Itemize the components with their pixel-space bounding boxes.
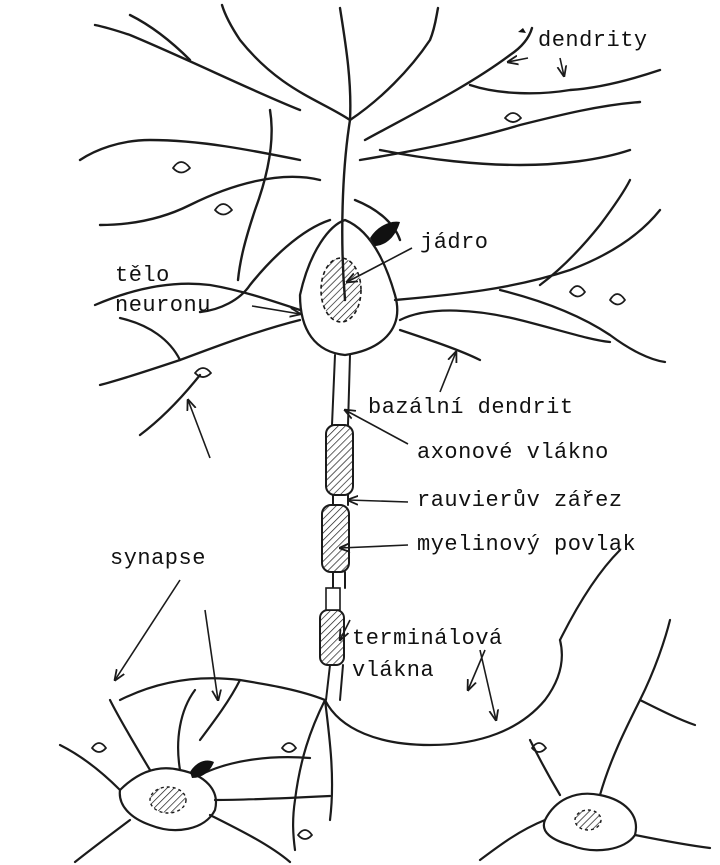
myelin-sheath [320, 425, 353, 665]
label-terminalova-line2: vlákna [352, 660, 434, 682]
label-rauvieruv-zarez: rauvierův zářez [417, 490, 623, 512]
label-myelinovy-povlak: myelinový povlak [417, 534, 636, 556]
label-synapse: synapse [110, 548, 206, 570]
label-bazalni-dendrit: bazální dendrit [368, 397, 574, 419]
lower-left-nucleus [150, 787, 186, 813]
label-telo-line1: tělo [115, 265, 170, 287]
label-jadro: jádro [420, 232, 489, 254]
label-dendrity: dendrity [538, 30, 648, 52]
dendrite-tip-dot [518, 28, 526, 33]
nucleus [321, 258, 361, 322]
label-axonove-vlakno: axonové vlákno [417, 442, 609, 464]
lower-right-nucleus [575, 810, 601, 830]
label-terminalova-line1: terminálová [352, 628, 503, 650]
terminal-fibers [120, 640, 562, 850]
synapse-bouton-dark [370, 222, 400, 246]
label-telo-line2: neuronu [115, 295, 211, 317]
